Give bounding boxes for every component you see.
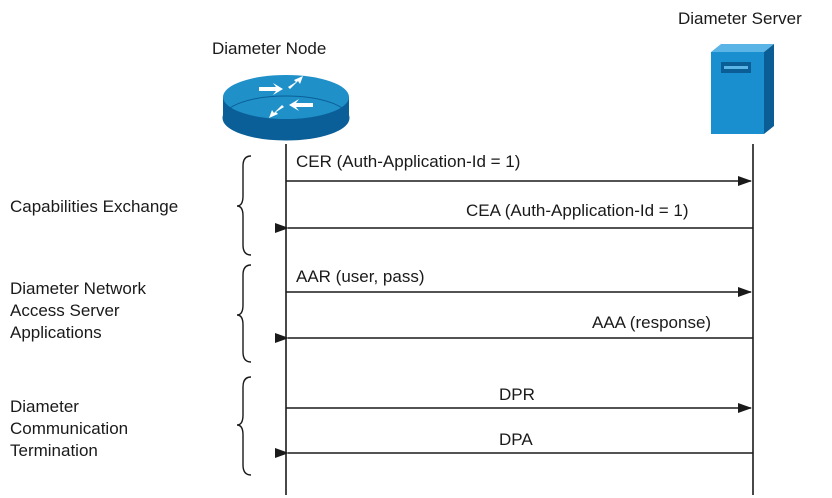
group-line: Communication: [10, 419, 129, 438]
message-label-cea: CEA (Auth-Application-Id = 1): [466, 201, 689, 220]
diameter-server-label: Diameter Server: [678, 9, 802, 28]
brace-capabilities: [236, 155, 252, 256]
message-label-dpr: DPR: [499, 385, 535, 404]
group-line: Diameter: [10, 397, 79, 416]
message-label-aar: AAR (user, pass): [296, 267, 425, 286]
message-label-dpa: DPA: [499, 430, 533, 449]
brace-termination: [236, 376, 252, 476]
router-icon: [222, 75, 350, 141]
group-line: Capabilities Exchange: [10, 197, 179, 216]
group-label-capabilities: Capabilities Exchange: [10, 196, 178, 218]
group-label-network-access: Diameter Network Access Server Applicati…: [10, 278, 146, 344]
group-label-termination: Diameter Communication Termination: [10, 396, 128, 462]
group-line: Applications: [10, 323, 102, 342]
message-label-cer: CER (Auth-Application-Id = 1): [296, 152, 521, 171]
message-label-aaa: AAA (response): [592, 313, 712, 332]
group-line: Termination: [10, 441, 98, 460]
brace-network-access: [236, 264, 252, 363]
diameter-node-label: Diameter Node: [212, 39, 327, 58]
group-line: Access Server: [10, 301, 120, 320]
group-line: Diameter Network: [10, 279, 147, 298]
server-icon: [711, 44, 774, 134]
